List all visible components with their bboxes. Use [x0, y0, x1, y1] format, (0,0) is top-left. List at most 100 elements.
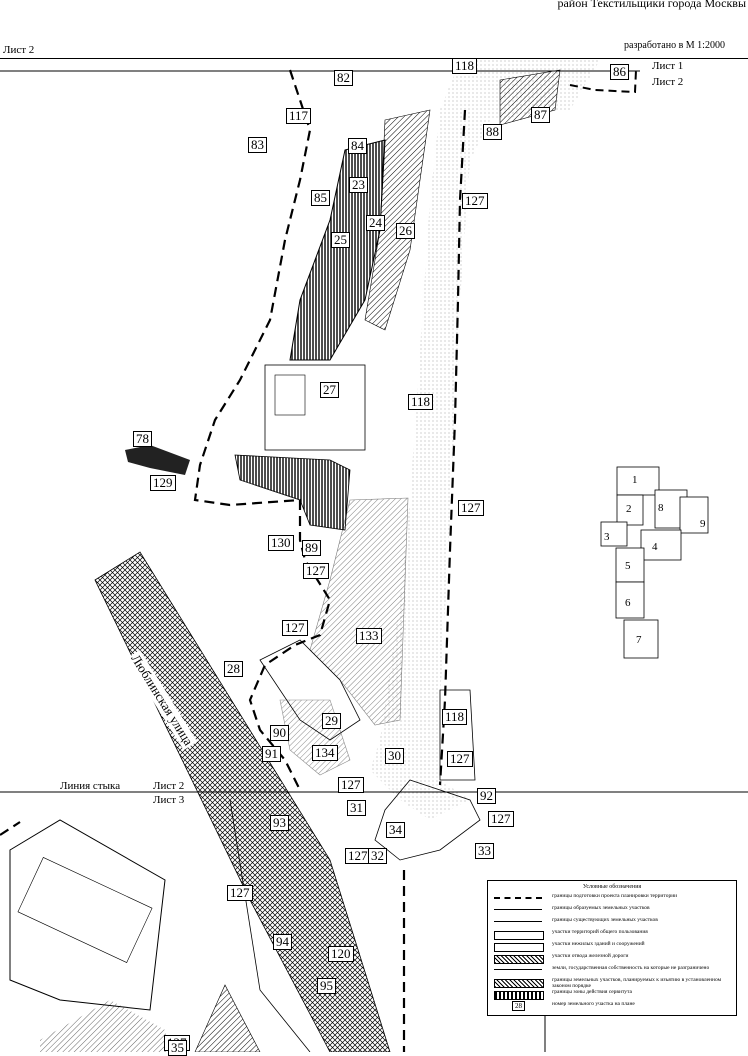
- key-plan-number: 8: [658, 502, 664, 514]
- parcel-number-label: 84: [348, 138, 367, 154]
- parcel-number-label: 118: [452, 58, 478, 74]
- parcel-number-label: 33: [475, 843, 494, 859]
- legend-text: границы земельных участков, планируемых …: [552, 977, 722, 989]
- legend-text: границы существующих земельных участков: [552, 917, 658, 923]
- parcel-number-label: 24: [366, 215, 385, 231]
- street-118-area: [370, 60, 600, 820]
- sheet2-label: Лист 2: [652, 76, 684, 88]
- legend-symbol: [494, 943, 544, 952]
- project-boundary: [193, 69, 332, 791]
- parcel-number-label: 127: [345, 848, 371, 864]
- parcel-number-label: 86: [610, 64, 629, 80]
- parcel-number-label: 127: [303, 563, 329, 579]
- parcel-number-label: 29: [322, 713, 341, 729]
- legend-symbol: [494, 909, 542, 910]
- parcel-number-label: 92: [477, 788, 496, 804]
- legend-text: границы подготовки проекта планировки те…: [552, 893, 678, 899]
- legend-text: земли, государственная собственность на …: [552, 965, 710, 971]
- legend-item: границы земельных участков, планируемых …: [494, 977, 732, 988]
- parcel-number-label: 90: [270, 725, 289, 741]
- legend-item: участки отвода железной дороги: [494, 953, 732, 964]
- key-plan-number: 6: [625, 597, 631, 609]
- legend-symbol: [494, 969, 542, 970]
- parcel-number-label: 127: [458, 500, 484, 516]
- key-plan-number: 7: [636, 634, 642, 646]
- junction-sheet-below: Лист 3: [153, 794, 185, 806]
- parcel-number-label: 134: [312, 745, 338, 761]
- parcel-number-label: 34: [386, 822, 405, 838]
- parcel-number-label: 87: [531, 107, 550, 123]
- legend-item: участки нежилых зданий и сооружений: [494, 941, 732, 952]
- key-plan-number: 9: [700, 518, 706, 530]
- legend-text: номер земельного участка на плане: [552, 1001, 635, 1007]
- legend-symbol: [494, 897, 542, 899]
- parcel-number-label: 30: [385, 748, 404, 764]
- district-title: район Текстильщики города Москвы: [557, 0, 746, 10]
- parcel-number-label: 27: [320, 382, 339, 398]
- parcel-number-label: 118: [408, 394, 434, 410]
- key-plan-number: 3: [604, 531, 610, 543]
- lower-left-buildings: [9, 819, 166, 1011]
- parcel-number-label: 133: [356, 628, 382, 644]
- key-plan-number: 1: [632, 474, 638, 486]
- parcel-number-label: 26: [396, 223, 415, 239]
- junction-label: Линия стыка: [60, 780, 121, 792]
- legend-text: границы образуемых земельных участков: [552, 905, 650, 911]
- parcel-number-label: 120: [328, 946, 354, 962]
- parcel-number-label: 127: [282, 620, 308, 636]
- parcel-number-label: 85: [311, 190, 330, 206]
- key-plan: [600, 466, 709, 659]
- legend-symbol: [494, 921, 542, 922]
- legend-title: Условные обозначения: [582, 884, 642, 890]
- legend-item: границы существующих земельных участков: [494, 917, 732, 928]
- sheet-top-left-label: Лист 2: [3, 44, 35, 56]
- parcel-78-strip: [125, 445, 190, 475]
- parcel-number-label: 94: [273, 934, 292, 950]
- parcel-number-label: 35: [168, 1040, 187, 1056]
- legend-item: 28 номер земельного участка на плане: [494, 1001, 732, 1012]
- parcel-number-label: 78: [133, 431, 152, 447]
- legend-symbol: [494, 955, 544, 964]
- legend-item: границы подготовки проекта планировки те…: [494, 893, 732, 904]
- parcel-number-label: 32: [368, 848, 387, 864]
- parcel-number-label: 23: [349, 177, 368, 193]
- parcel-number-label: 127: [462, 193, 488, 209]
- parcel-number-label: 95: [317, 978, 336, 994]
- parcel-number-label: 130: [268, 535, 294, 551]
- scale-note: разработано в М 1:2000: [624, 40, 725, 51]
- parcel-23-area: [289, 139, 386, 361]
- parcel-number-label: 31: [347, 800, 366, 816]
- parcel-27-lower: [234, 454, 351, 531]
- map-legend: Условные обозначения границы подготовки …: [487, 880, 737, 1016]
- parcel-number-label: 127: [338, 777, 364, 793]
- legend-symbol: [494, 931, 544, 940]
- legend-text: границы зоны действия сервитута: [552, 989, 632, 995]
- parcel-number-label: 127: [227, 885, 253, 901]
- parcel-number-label: 89: [302, 540, 321, 556]
- junction-sheet-above: Лист 2: [153, 780, 185, 792]
- key-plan-number: 2: [626, 503, 632, 515]
- parcel-number-label: 28: [224, 661, 243, 677]
- parcel-number-label: 127: [447, 751, 473, 767]
- parcel-28-area: [309, 497, 409, 726]
- parcel-number-label: 127: [488, 811, 514, 827]
- parcel-87-hatch: [499, 69, 561, 126]
- sheet1-label: Лист 1: [652, 60, 684, 72]
- legend-item: границы зоны действия сервитута: [494, 989, 732, 1000]
- legend-text: участки территорий общего пользования: [552, 929, 648, 935]
- legend-item: участки территорий общего пользования: [494, 929, 732, 940]
- legend-symbol: [494, 991, 544, 1000]
- parcel-number-label: 117: [286, 108, 312, 124]
- legend-text: участки нежилых зданий и сооружений: [552, 941, 645, 947]
- key-plan-number: 4: [652, 541, 658, 553]
- parcel-number-label: 118: [442, 709, 468, 725]
- parcel-number-label: 25: [331, 232, 350, 248]
- key-plan-number: 5: [625, 560, 631, 572]
- legend-item: границы образуемых земельных участков: [494, 905, 732, 916]
- legend-item: земли, государственная собственность на …: [494, 965, 732, 976]
- parcel-number-label: 93: [270, 815, 289, 831]
- parcel-number-label: 129: [150, 475, 176, 491]
- legend-symbol: 28: [512, 1001, 525, 1011]
- legend-text: участки отвода железной дороги: [552, 953, 629, 959]
